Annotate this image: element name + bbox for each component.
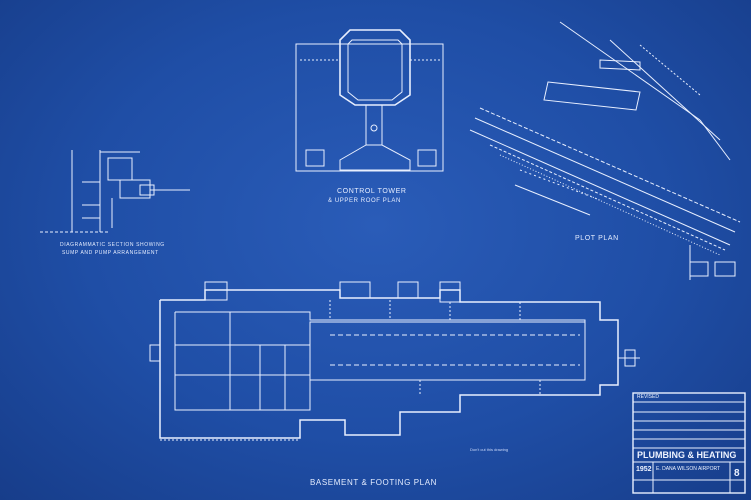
title-block-project: E. Dana Wilson Airport	[656, 466, 721, 472]
title-block-sheet-no: 8	[734, 468, 740, 479]
section-title-2: Sump and Pump Arrangement	[62, 250, 159, 256]
control-tower-plan	[295, 29, 444, 172]
control-tower-title: Control Tower	[337, 188, 407, 195]
plot-plan	[469, 21, 741, 280]
plot-plan-title: Plot Plan	[575, 235, 619, 242]
title-block-lines	[632, 392, 746, 494]
control-tower-subtitle: & Upper Roof Plan	[328, 198, 401, 204]
title-block-main-title: Plumbing & Heating	[637, 450, 737, 460]
sump-section	[40, 150, 190, 233]
title-block-header: Revised	[637, 394, 659, 400]
title-block-year: 1952	[636, 466, 652, 473]
basement-plan	[149, 281, 640, 441]
basement-note: Don't cut this drawing	[470, 447, 509, 452]
basement-title: Basement & Footing Plan	[310, 478, 438, 487]
section-title-1: Diagrammatic Section Showing	[60, 242, 165, 248]
